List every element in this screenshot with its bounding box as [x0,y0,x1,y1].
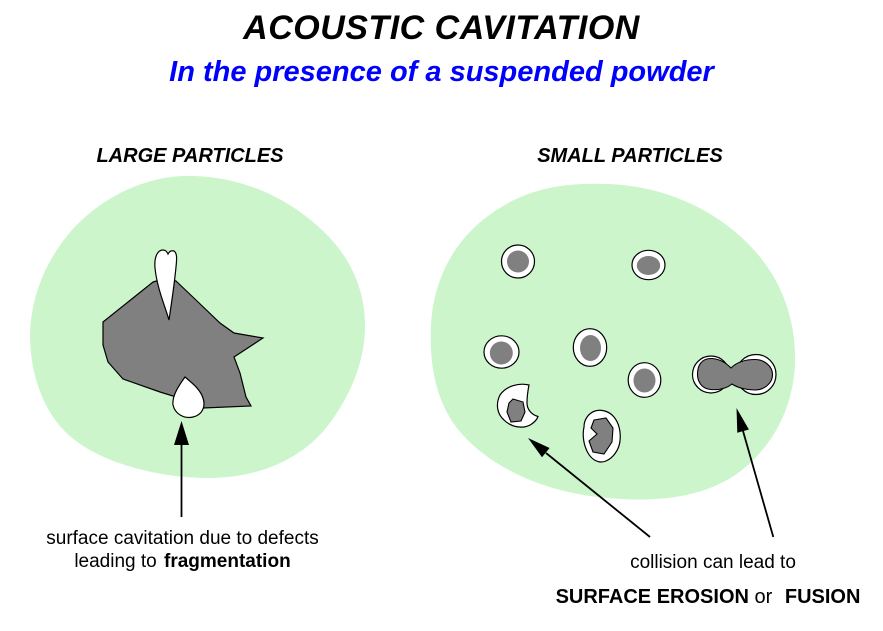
top-cavitation-defect-bubble [154,249,178,321]
right-caption-line1: collision can lead to [630,552,796,573]
left-caption-line2-prefix: leading to [74,551,157,572]
small-particle [500,244,536,279]
left-caption-line1: surface cavitation due to defects [46,528,319,549]
erosion-pointer-arrow-icon [528,438,651,538]
right-caption-fusion: FUSION [784,586,861,608]
fragmentation-pointer-arrow-icon [174,421,189,517]
small-particles-heading: SMALL PARTICLES [537,145,723,167]
bottom-cavitation-defect-bubble [172,376,205,419]
eroded-irregular-particle [582,409,621,463]
fused-particle-pair [691,353,777,396]
large-particle-diagram [30,175,366,517]
large-particles-heading: LARGE PARTICLES [96,145,284,167]
fused-gray-dumbbell [696,357,774,391]
page-title: ACOUSTIC CAVITATION [243,9,640,47]
small-particle [483,335,520,369]
small-particle [572,328,608,367]
right-caption-surface-erosion: SURFACE EROSION [555,586,749,608]
small-particles-diagram [430,183,796,538]
left-caption-line2: leading to fragmentation [5,550,360,573]
small-particle [627,362,662,398]
eroded-crescent-particle [496,383,539,428]
page-subtitle: In the presence of a suspended powder [169,56,714,88]
right-caption-line2: SURFACE EROSION or FUSION [523,585,883,609]
left-caption: surface cavitation due to defects leadin… [5,527,360,573]
left-caption-line2-bold: fragmentation [164,551,291,572]
right-caption-or: or [754,586,773,608]
fusion-pointer-arrow-icon [736,408,775,538]
small-particle [631,249,666,281]
